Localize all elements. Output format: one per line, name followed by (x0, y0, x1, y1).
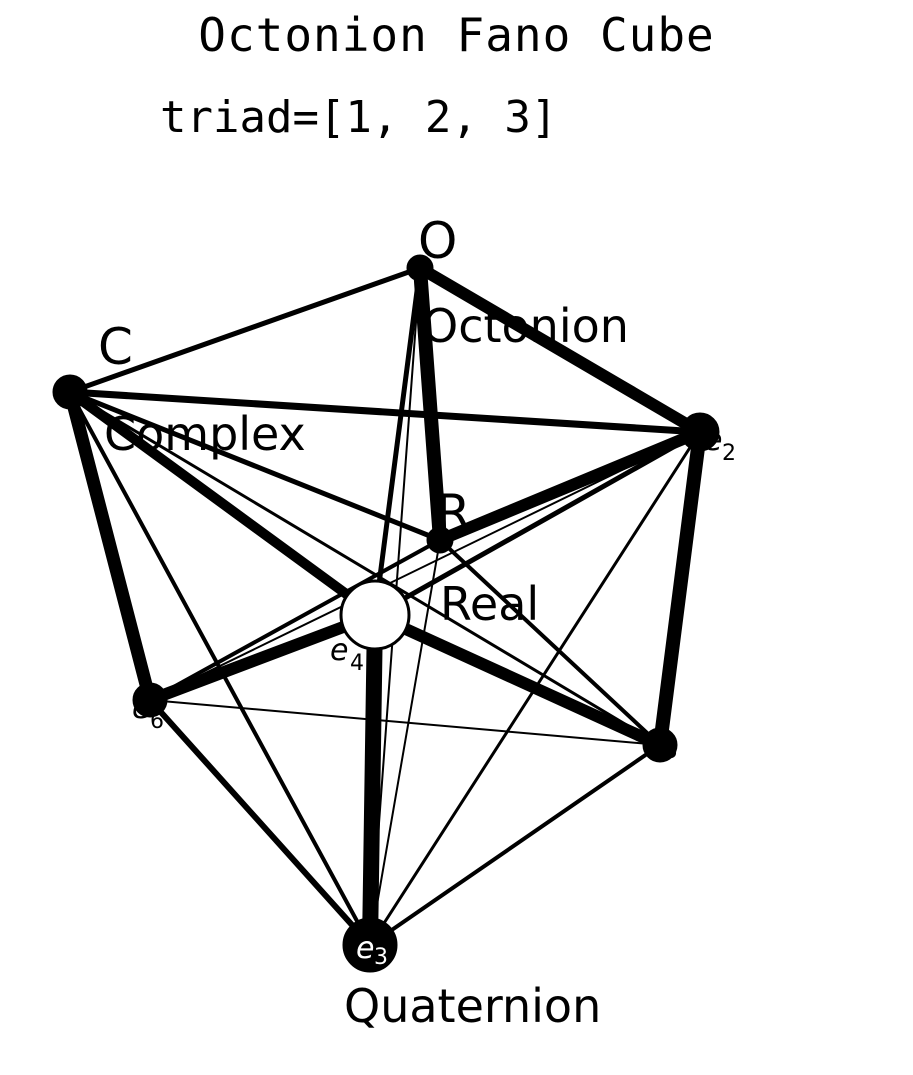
edge-C-R (67, 389, 443, 543)
edge-e2-R (434, 426, 706, 546)
node-e2 (680, 412, 720, 452)
edge-C-e6 (63, 385, 157, 707)
node-name-octonion: Octonion (422, 299, 629, 353)
node-name-real: Real (440, 577, 539, 631)
node-e5-index: 5 (664, 739, 678, 764)
diagram-title: Octonion Fano Cube (198, 8, 715, 62)
edge-e4-e6 (144, 609, 381, 706)
node-e4 (339, 579, 411, 651)
triad-label: triad=[1, 2, 3] (160, 92, 558, 143)
node-e6-symbol: e (132, 691, 150, 726)
edge-O-e2 (414, 262, 706, 438)
edge-e2-e5 (653, 425, 707, 752)
edge-R-e3 (369, 539, 441, 946)
edge-C-e5 (68, 390, 662, 747)
node-C (52, 374, 88, 410)
edge-O-e4 (372, 265, 423, 618)
node-R (426, 526, 454, 554)
edge-e6-e5 (149, 699, 661, 746)
node-e2-index: 2 (722, 441, 736, 466)
node-e5 (642, 727, 678, 763)
edge-O-C (67, 265, 423, 395)
node-letter-C: C (98, 318, 133, 376)
edge-R-e6 (148, 538, 442, 702)
node-group (52, 254, 720, 973)
node-e3-symbol: e (356, 931, 374, 966)
node-letter-R: R (436, 484, 471, 542)
edge-C-e2 (66, 388, 704, 436)
node-e4-symbol: e (330, 633, 348, 668)
edge-e4-e5 (369, 609, 666, 751)
node-e3-index: 3 (374, 945, 388, 970)
node-e3 (342, 917, 398, 973)
edge-e2-e4 (372, 429, 703, 618)
node-O (406, 254, 434, 282)
node-name-complex: Complex (104, 407, 306, 461)
node-e2-symbol: e (704, 423, 722, 458)
edge-e5-e3 (368, 743, 662, 947)
node-e6-index: 6 (150, 709, 164, 734)
edge-O-R (413, 261, 447, 547)
edge-group (63, 261, 707, 953)
edge-e4-e3 (362, 607, 383, 953)
edge-R-e5 (438, 538, 662, 747)
node-e6 (132, 682, 168, 718)
edge-e6-e3 (147, 697, 373, 948)
node-letter-O: O (418, 212, 457, 270)
node-e5-symbol: e (646, 721, 664, 756)
edge-e2-e6 (149, 431, 701, 701)
node-e4-index: 4 (350, 651, 364, 676)
node-name-quaternion: Quaternion (344, 979, 601, 1033)
edge-C-e4 (65, 387, 380, 620)
